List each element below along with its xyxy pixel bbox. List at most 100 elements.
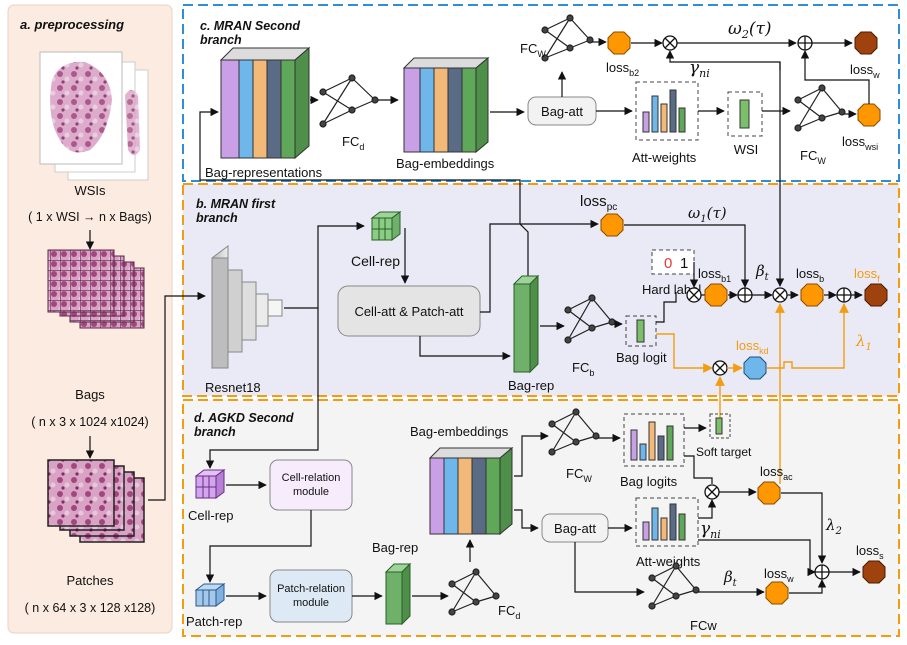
fc-w-network-right — [794, 84, 846, 132]
loss-f-octagon — [864, 283, 888, 307]
soft-target-label: Soft target — [696, 445, 752, 459]
arrow-losskd-to-plusf — [767, 303, 849, 369]
loss-b2-label: lossb2 — [606, 60, 639, 78]
loss-s-label: losss — [856, 543, 884, 561]
bag-rep-block-b — [512, 274, 540, 374]
loss-s-octagon — [862, 560, 886, 584]
hard-label-box — [651, 249, 695, 275]
loss-b2-octagon — [607, 31, 631, 55]
loss-w-label-top: lossw — [850, 62, 880, 80]
multiply-node-b1 — [686, 287, 702, 303]
gamma-ni-label-top: γni — [689, 58, 710, 80]
fc-b-label: FCb — [572, 360, 594, 378]
panel-c-title: c. MRAN Second — [200, 19, 300, 33]
bag-embeddings-label-top: Bag-embeddings — [396, 156, 495, 171]
loss-w-octagon-bottom — [765, 581, 789, 605]
fc-d-network-bottom — [448, 568, 500, 616]
loss-w-label-bottom: lossw — [764, 566, 794, 584]
arrow-resnet-to-cellrep-d — [205, 308, 319, 469]
wsi-stack-image — [39, 51, 149, 181]
bags-label: Bags — [75, 387, 105, 402]
arrow-bagrep-to-bagrepresentations — [199, 107, 529, 282]
cell-rep-cube-b — [370, 211, 402, 241]
fc-b-network — [564, 294, 616, 344]
loss-b-label: lossb — [796, 266, 824, 284]
cell-patch-att-label: Cell-att & Patch-att — [354, 304, 463, 319]
plus-node-top — [797, 35, 813, 51]
bag-logit-label: Bag logit — [616, 350, 667, 365]
patch-relation-label: Patch-relation — [277, 583, 345, 595]
bag-rep-label-b: Bag-rep — [508, 378, 554, 393]
bag-embeddings-block — [402, 56, 490, 154]
arrow-bagatt-to-fcw-bottom — [574, 542, 645, 597]
panel-a-title: a. preprocessing — [20, 17, 124, 32]
arrow-resnet-to-cellrep — [284, 221, 365, 309]
gamma-ni-label-d: γni — [700, 519, 721, 541]
fc-d-network-top — [319, 74, 379, 128]
loss-w-octagon-top — [854, 31, 878, 55]
panel-b-title-2: branch — [196, 211, 238, 225]
fc-w-network-top — [541, 14, 594, 62]
resnet18-label: Resnet18 — [205, 380, 261, 395]
fc-d-label-bottom: FCd — [498, 603, 520, 621]
fc-w-label-top: FCW — [520, 41, 546, 59]
loss-pc-octagon — [600, 213, 624, 237]
arrow-lossw-to-plus-s — [789, 579, 827, 594]
att-weights-label-d: Att-weights — [636, 554, 701, 569]
arrow-cellrelation-to-patchrep — [205, 510, 312, 583]
patch-rep-cube-d — [194, 583, 226, 607]
arrow-losswsi-to-plus — [800, 50, 870, 104]
multiply-node-kd — [712, 360, 728, 376]
arrow-patches-to-resnet — [148, 291, 206, 501]
arrow-baglogits-to-multac — [684, 455, 713, 484]
cell-relation-module-label: module — [293, 486, 329, 498]
att-weights-chart-top — [635, 81, 699, 141]
bag-rep-label-d: Bag-rep — [372, 540, 418, 555]
plus-node-f — [836, 287, 852, 303]
att-weights-label-top: Att-weights — [632, 150, 697, 165]
loss-kd-octagon — [743, 356, 767, 380]
cell-relation-label: Cell-relation — [282, 472, 341, 484]
hard-label-1: 1 — [680, 255, 688, 272]
loss-wsi-octagon — [857, 103, 881, 127]
beta-t-label-d: βt — [723, 568, 738, 589]
panel-c-title-2: branch — [200, 33, 242, 47]
loss-kd-label: losskd — [736, 338, 769, 356]
omega1-label: ω1(τ) — [688, 204, 727, 225]
bag-logits-chart — [623, 413, 685, 467]
bag-logit-vector — [625, 315, 657, 347]
wsis-label: WSIs — [74, 183, 106, 198]
panel-d-title-2: branch — [194, 425, 236, 439]
bag-embeddings-label-d: Bag-embeddings — [410, 424, 509, 439]
beta-t-label-b: βt — [755, 262, 770, 283]
patches-label: Patches — [67, 573, 114, 588]
bag-embeddings-block-d — [428, 446, 514, 536]
panel-b-title: b. MRAN first — [196, 197, 276, 211]
lambda2-label: λ2 — [825, 516, 842, 537]
arrow-attweights-to-multac — [698, 499, 717, 519]
fc-d-label-top: FCd — [342, 134, 364, 152]
arrow-bagemb-to-fcw-d — [514, 431, 549, 477]
loss-b1-octagon — [704, 283, 728, 307]
arrow-att-to-bagrep — [419, 336, 511, 361]
cell-rep-label-d: Cell-rep — [188, 508, 234, 523]
loss-wsi-label: losswsi — [842, 134, 878, 152]
lambda1-label: λ1 — [855, 332, 872, 353]
arrow-att-to-losspc — [480, 219, 599, 313]
multiply-node-beta — [772, 287, 788, 303]
wsi-label: WSI — [734, 142, 759, 157]
resnet18-block — [211, 245, 283, 369]
loss-b-octagon — [800, 283, 824, 307]
patch-relation-module-label: module — [293, 597, 329, 609]
fc-w-label-right: FCW — [800, 148, 826, 166]
cell-rep-label-b: Cell-rep — [351, 253, 400, 269]
loss-pc-label: losspc — [580, 193, 617, 213]
arrow-bagemb-to-bagatt-d — [514, 509, 539, 533]
fc-w-network-d — [548, 408, 600, 456]
bag-att-label-top: Bag-att — [541, 104, 583, 119]
wsi-vector — [727, 91, 763, 137]
loss-b1-label: lossb1 — [698, 266, 731, 284]
hard-label-text: Hard label — [642, 282, 701, 297]
